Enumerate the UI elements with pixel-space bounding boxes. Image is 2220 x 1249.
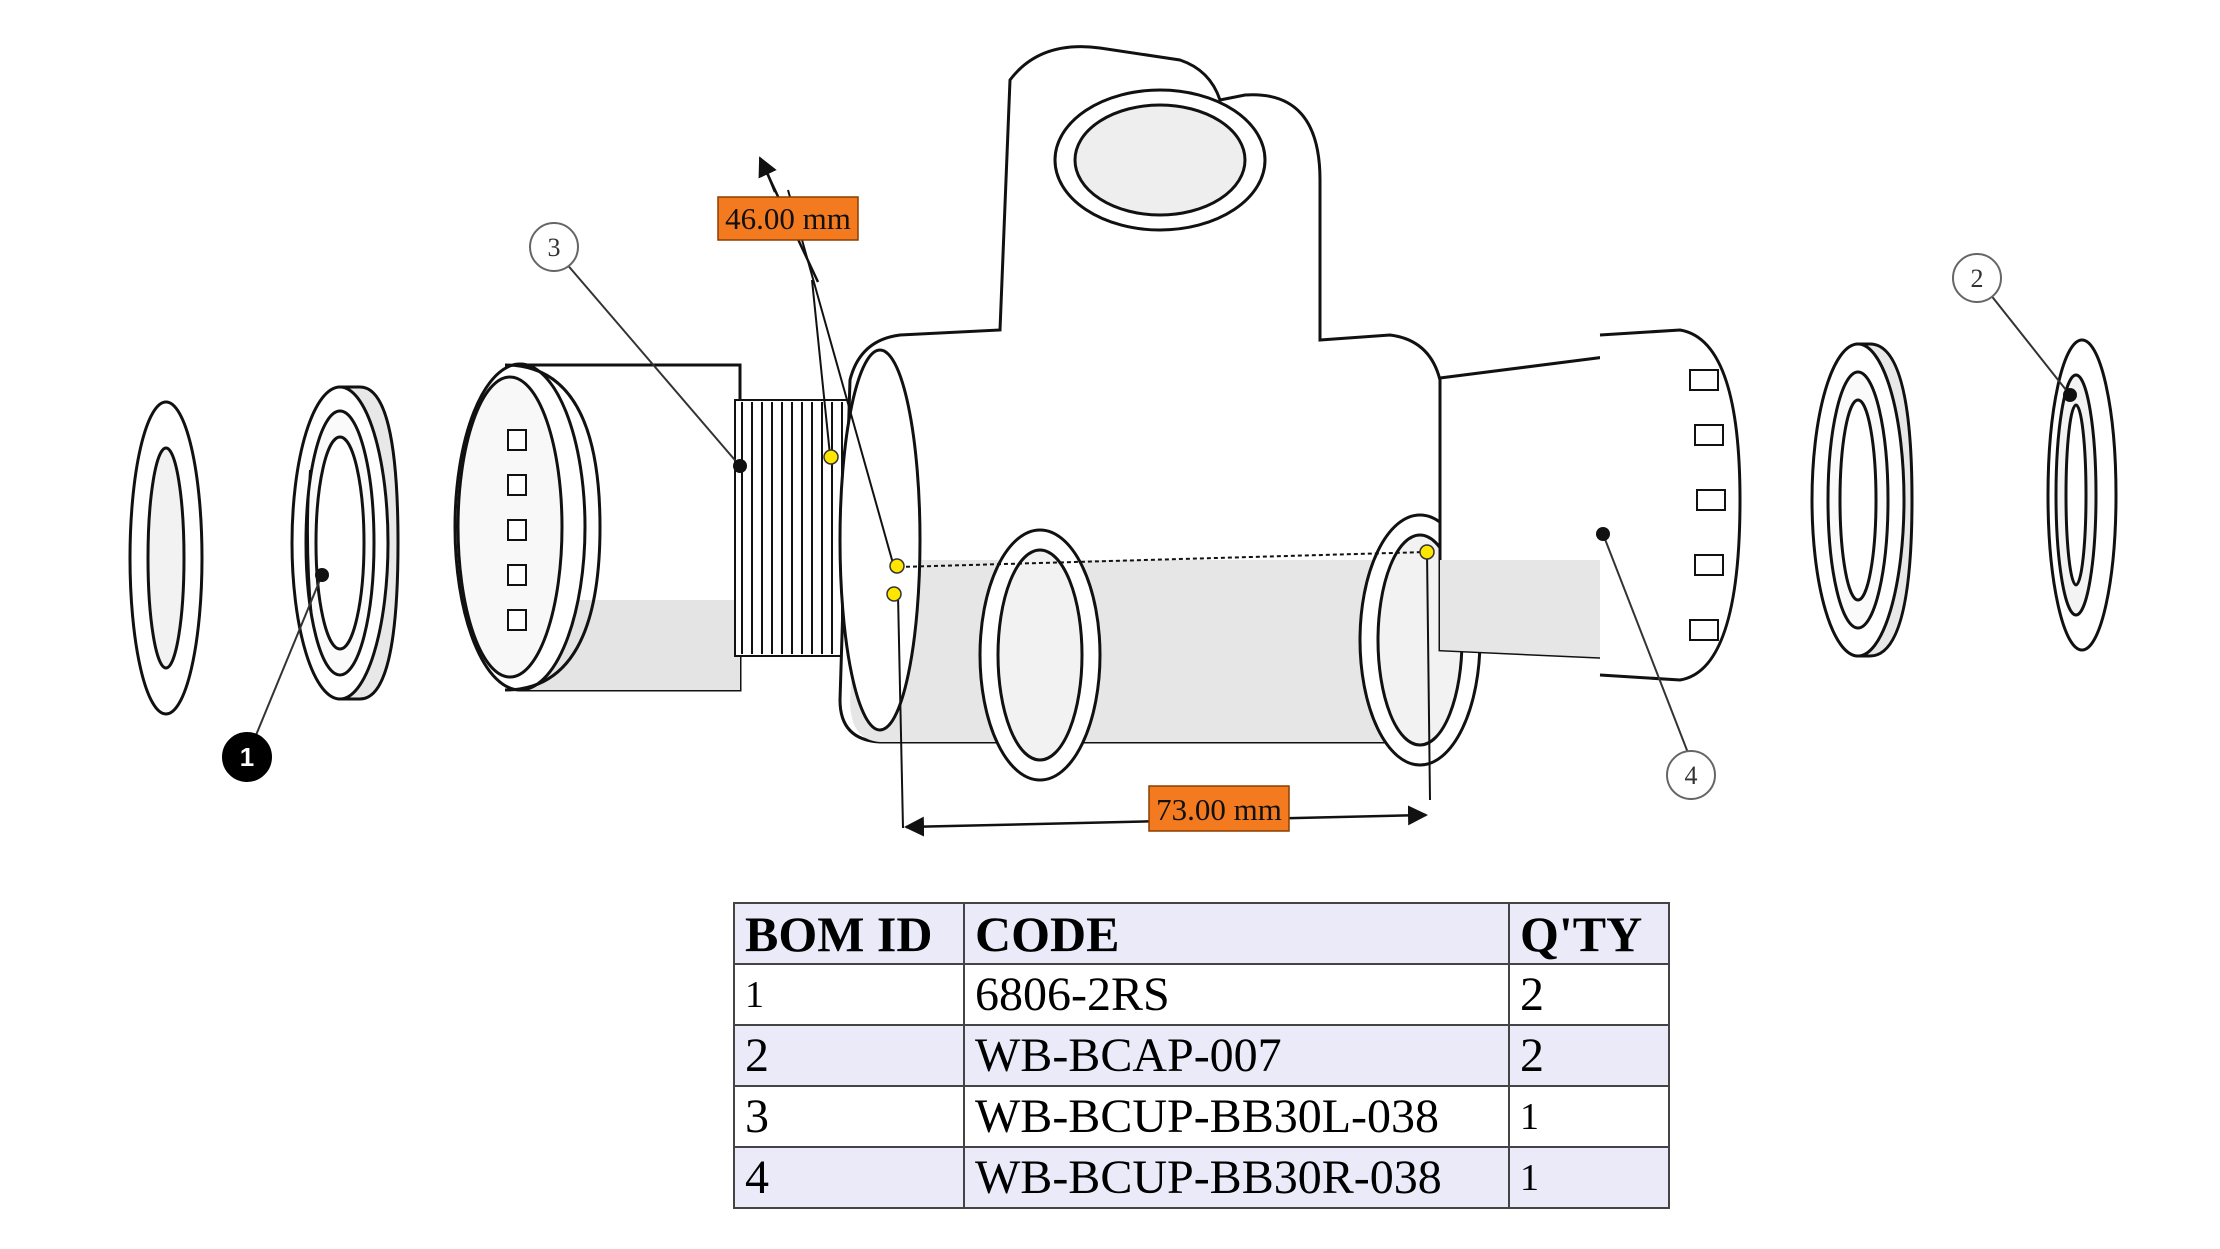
bom-cell-code: 6806-2RS	[963, 963, 1510, 1026]
callout-3-anchor	[733, 459, 747, 473]
bom-row[interactable]: 4 WB-BCUP-BB30R-038 1	[733, 1146, 1670, 1209]
dimension-width-value: 73.00 mm	[1156, 792, 1282, 827]
bom-cell-code: WB-BCAP-007	[963, 1024, 1510, 1087]
left-bearing	[290, 385, 400, 701]
bom-cell-code: WB-BCUP-BB30R-038	[963, 1146, 1510, 1209]
bom-cell-id: 1	[733, 963, 965, 1026]
dimension-width-label[interactable]: 73.00 mm	[1148, 785, 1290, 832]
bom-cell-code: WB-BCUP-BB30L-038	[963, 1085, 1510, 1148]
callout-4-number: 4	[1685, 761, 1698, 790]
bom-cell-qty: 1	[1508, 1146, 1670, 1209]
callout-2-anchor	[2063, 388, 2077, 402]
callout-1[interactable]: 1	[222, 732, 272, 782]
callout-3-leader	[564, 261, 741, 467]
callout-4-leader	[1602, 533, 1691, 759]
right-bearing-cap	[2046, 338, 2118, 652]
dimension-depth-label[interactable]: 46.00 mm	[717, 196, 859, 241]
measurement-points	[823, 449, 1435, 602]
callout-3[interactable]: 3	[529, 222, 579, 272]
bom-row[interactable]: 2 WB-BCAP-007 2	[733, 1024, 1670, 1087]
bom-header-code: CODE	[963, 902, 1510, 965]
right-bearing	[1810, 342, 1914, 658]
bom-row[interactable]: 3 WB-BCUP-BB30L-038 1	[733, 1085, 1670, 1148]
bom-cell-qty: 1	[1508, 1085, 1670, 1148]
bom-cell-id: 2	[733, 1024, 965, 1087]
bom-cell-qty: 2	[1508, 963, 1670, 1026]
callout-1-leader	[246, 574, 323, 758]
callout-1-number: 1	[240, 742, 254, 772]
bom-cell-id: 3	[733, 1085, 965, 1148]
frame-bb-shell	[838, 45, 1482, 782]
callout-3-number: 3	[548, 233, 561, 262]
bom-header-row: BOM ID CODE Q'TY	[733, 902, 1670, 965]
left-bb-cup	[453, 362, 742, 692]
callout-2-number: 2	[1971, 264, 1984, 293]
bom-cell-qty: 2	[1508, 1024, 1670, 1087]
bom-cell-id: 4	[733, 1146, 965, 1209]
callout-2-leader	[1989, 293, 2071, 396]
callout-1-anchor	[315, 568, 329, 582]
bom-header-id: BOM ID	[733, 902, 965, 965]
bom-row[interactable]: 1 6806-2RS 2	[733, 963, 1670, 1026]
bom-table: BOM ID CODE Q'TY 1 6806-2RS 2 2 WB-BCAP-…	[733, 902, 1670, 1209]
bom-header-qty: Q'TY	[1508, 902, 1670, 965]
right-bb-cup	[1438, 328, 1742, 682]
left-dust-washer	[128, 400, 204, 716]
callout-4[interactable]: 4	[1666, 750, 1716, 800]
exploded-assembly-drawing: 1 2 3 4 46.00 mm 73.00 mm	[128, 45, 2118, 837]
dimension-depth-value: 46.00 mm	[725, 201, 851, 236]
callout-2[interactable]: 2	[1952, 253, 2002, 303]
callout-4-anchor	[1596, 527, 1610, 541]
